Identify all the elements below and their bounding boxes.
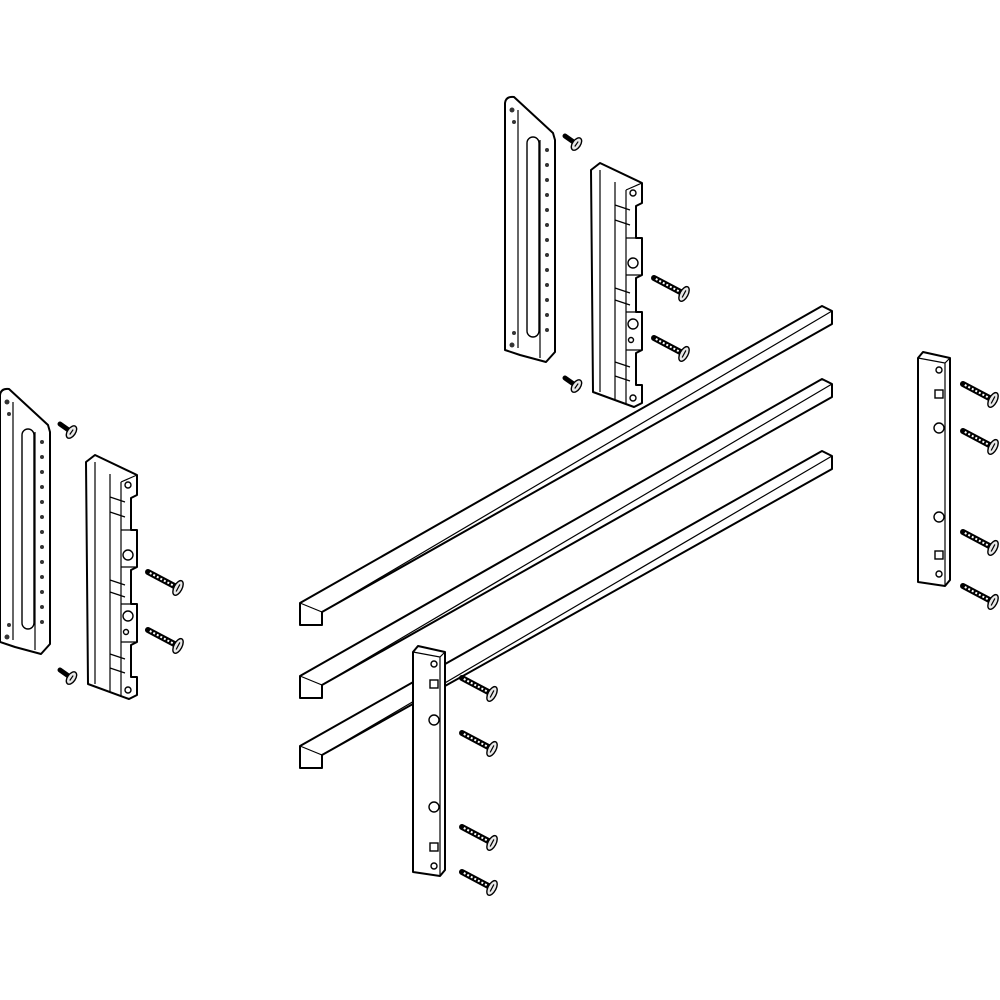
screw-icon bbox=[144, 623, 185, 655]
screw-icon bbox=[959, 424, 1000, 456]
screw-icon bbox=[959, 579, 1000, 611]
connector-strip-right bbox=[917, 351, 951, 587]
screw-icon bbox=[650, 331, 691, 363]
self-tapping-screw-icon bbox=[561, 130, 584, 152]
self-tapping-screw-icon bbox=[561, 372, 584, 394]
screw-icon bbox=[650, 271, 691, 303]
busbar-2 bbox=[299, 378, 833, 699]
screw-icon bbox=[458, 726, 499, 758]
screw-icon bbox=[458, 820, 499, 852]
screw-icon bbox=[959, 525, 1000, 557]
connector-strip-front bbox=[412, 645, 446, 877]
screw-icon bbox=[144, 565, 185, 597]
busbar-3 bbox=[299, 450, 833, 769]
screw-icon bbox=[959, 377, 1000, 409]
self-tapping-screw-icon bbox=[56, 664, 79, 686]
screw-icon bbox=[458, 865, 499, 897]
busbar-1 bbox=[299, 305, 833, 626]
self-tapping-screw-icon bbox=[56, 418, 79, 440]
